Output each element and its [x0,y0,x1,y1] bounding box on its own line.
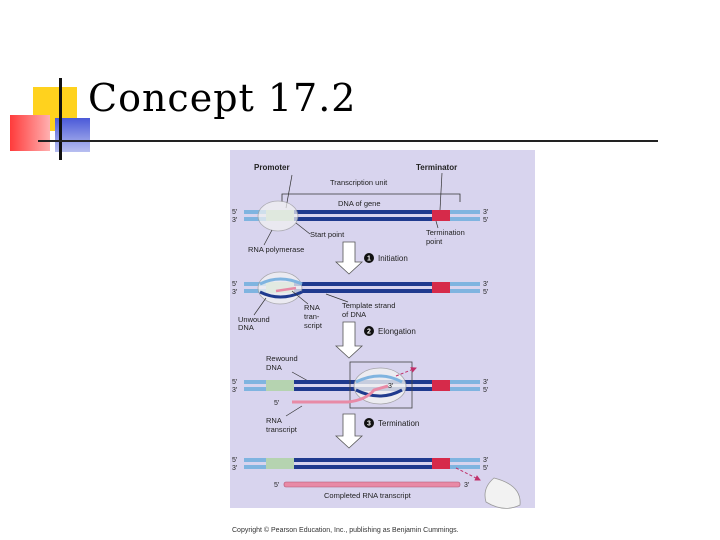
label-rewound-dna-line1: Rewound [266,354,298,363]
label-5prime: 5′ [232,457,238,464]
rna-transcript-elongating [292,384,389,404]
gene-region-top [294,282,432,286]
label-rna-transcript-line3: script [304,321,323,330]
rna-polymerase-shape [257,200,299,232]
unwound-dna-bottom [355,388,403,398]
step-2-badge [364,326,374,336]
label-5prime: 5′ [274,482,280,489]
pointer-unwound-dna [253,297,267,316]
step-2-label: Elongation [378,327,416,336]
copyright-notice: Copyright © Pearson Education, Inc., pub… [232,527,459,534]
label-3prime: 3′ [388,383,394,390]
decorative-red-square [10,115,50,151]
label-3prime: 3′ [232,217,238,224]
unwound-dna-bottom [259,290,303,299]
gene-region-top [294,458,432,462]
label-3prime: 3′ [464,482,470,489]
step-arrow-initiation [334,241,364,275]
step-arrow-elongation [334,321,364,359]
pointer-template-strand [325,293,349,303]
pointer-rna-polymerase [263,229,273,246]
label-3prime: 3′ [483,457,489,464]
label-dna-of-gene: DNA of gene [338,199,381,208]
pointer-terminator [439,172,443,211]
terminator-region [432,210,450,221]
unwound-dna-top [259,277,303,286]
gene-region-bottom [294,217,432,221]
terminator-region [432,458,450,469]
step-1-badge [364,253,374,263]
label-transcription-unit: Transcription unit [330,178,388,187]
pointer-start-point [295,222,311,235]
gene-region-bottom [294,465,432,469]
step-3-label: Termination [378,419,419,428]
label-3prime: 3′ [483,281,489,288]
terminator-region [432,380,450,391]
label-5prime: 5′ [274,400,280,407]
label-3prime: 3′ [483,379,489,386]
direction-arrow-release [455,467,481,481]
step-2-number: 2 [367,329,371,336]
pointer-termination-point [435,220,439,229]
terminator-region [432,282,450,293]
label-rna-transcript-3-line1: RNA [266,416,282,425]
completed-rna-transcript-strand [283,481,461,488]
label-termination-point-line2: point [426,237,443,246]
title-underline [38,140,658,142]
label-unwound-dna-line2: DNA [238,323,254,332]
step-3-number: 3 [367,421,371,428]
label-5prime: 5′ [232,379,238,386]
label-rna-polymerase: RNA polymerase [248,245,304,254]
label-5prime: 5′ [483,289,489,296]
label-rna-transcript-3-line2: transcript [266,425,298,434]
label-5prime: 5′ [483,217,489,224]
label-template-strand-line2: of DNA [342,310,366,319]
rna-transcript-nascent [275,286,297,293]
decorative-vertical-line [59,78,62,160]
direction-arrow-elongation [395,367,417,377]
label-rewound-dna-line2: DNA [266,363,282,372]
elongation-detail-box [349,361,413,409]
label-rna-transcript-line1: RNA [304,303,320,312]
label-termination-point-line1: Termination [426,228,465,237]
label-template-strand-line1: Template strand [342,301,395,310]
slide-title: Concept 17.2 [88,76,357,120]
unwound-dna-top [355,374,403,384]
promoter-region [266,380,294,391]
gene-region-top [294,210,432,214]
label-unwound-dna-line1: Unwound [238,315,270,324]
label-3prime: 3′ [232,387,238,394]
step-3-badge [364,418,374,428]
label-rna-transcript-line2: tran- [304,312,320,321]
label-3prime: 3′ [232,289,238,296]
promoter-region [266,458,294,469]
label-5prime: 5′ [483,387,489,394]
label-5prime: 5′ [483,465,489,472]
label-completed-rna-transcript: Completed RNA transcript [324,491,412,500]
pointer-rna-transcript [291,290,309,305]
dna-strands-stage-3 [244,458,480,469]
label-start-point: Start point [310,230,345,239]
label-5prime: 5′ [232,209,238,216]
step-1-number: 1 [367,256,371,263]
transcription-unit-bracket [281,193,461,202]
label-promoter: Promoter [254,163,290,172]
released-rna-polymerase [484,477,521,509]
step-1-label: Initiation [378,254,408,263]
transcription-diagram: Promoter Terminator Transcription unit D… [230,150,535,509]
label-terminator: Terminator [416,163,457,172]
label-3prime: 3′ [232,465,238,472]
gene-region-bottom [294,289,432,293]
pointer-rna-transcript-3 [285,405,303,417]
label-3prime: 3′ [483,209,489,216]
label-5prime: 5′ [232,281,238,288]
step-arrow-termination [334,413,364,449]
